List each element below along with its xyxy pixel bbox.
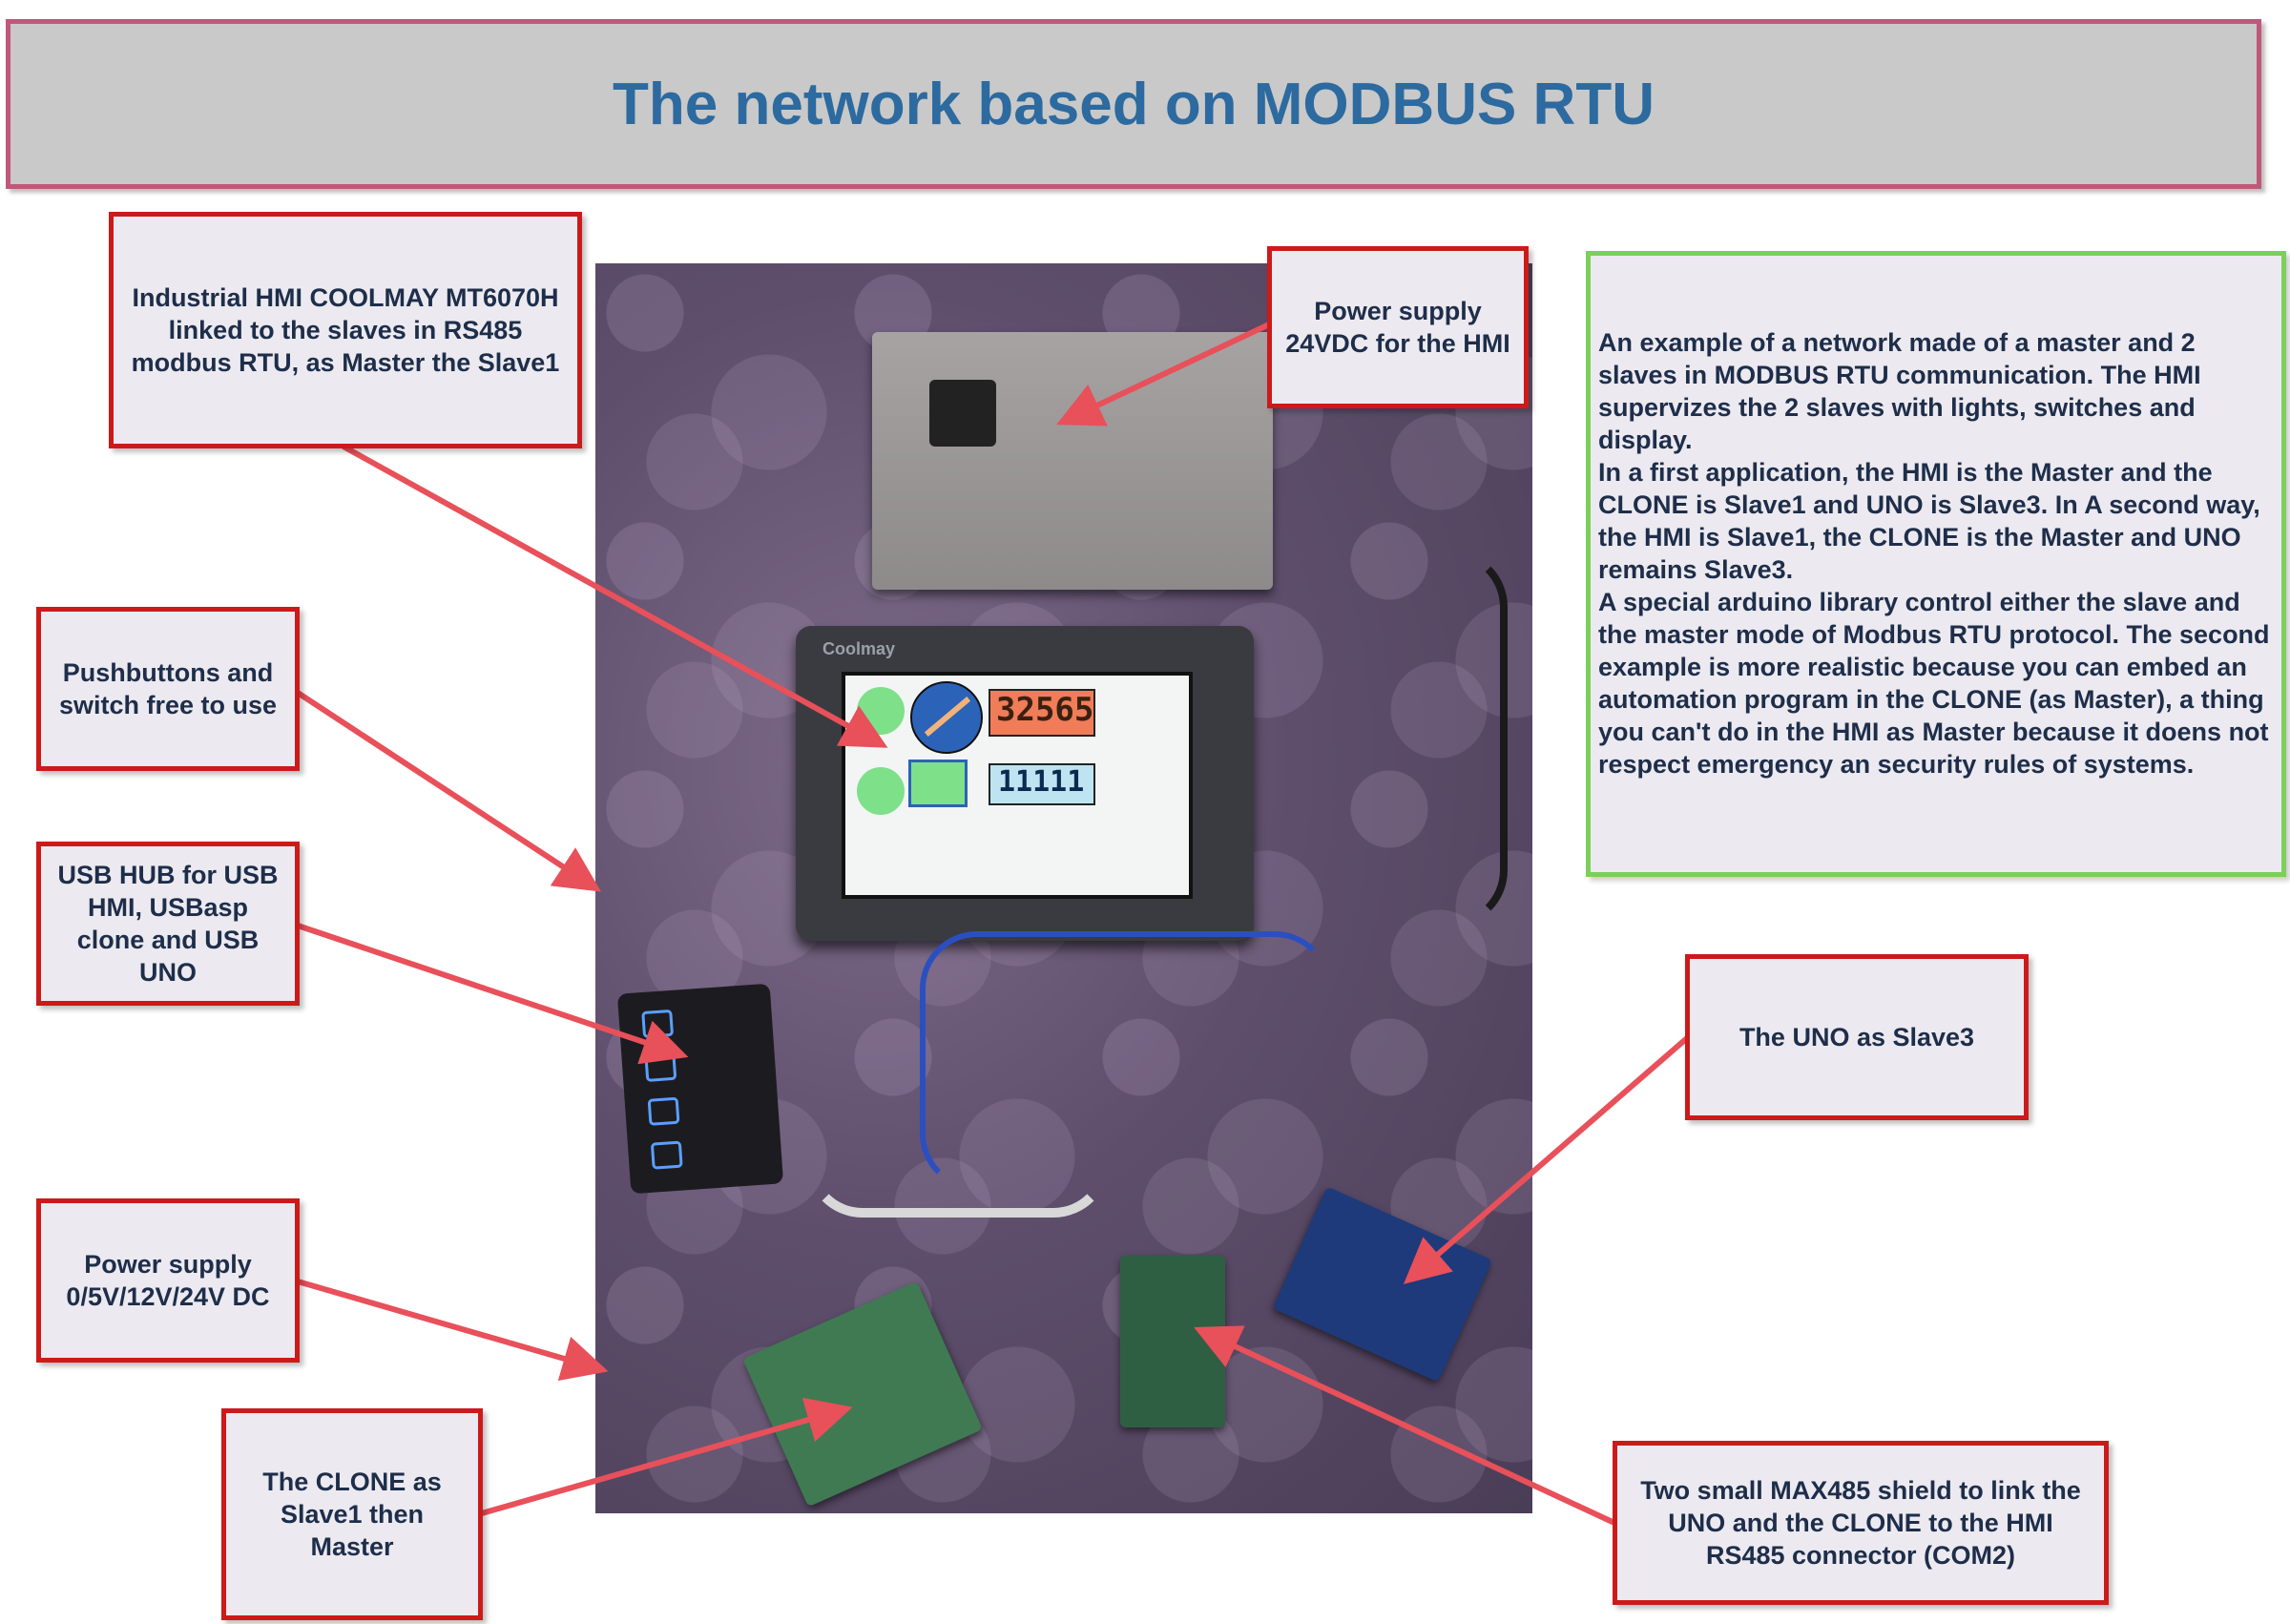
callout-usb-hub: USB HUB for USB HMI, USBasp clone and US… [36, 842, 300, 1006]
arrow-clone [481, 1397, 853, 1516]
numeric-display-top: 32565 [989, 689, 1095, 737]
numeric-display-top-value: 32565 [996, 691, 1094, 729]
hmi-panel: Coolmay 32565 11111 [796, 626, 1254, 941]
arrow-usb-hub [297, 923, 689, 1065]
gauge-dial [910, 681, 983, 754]
arrow-pushbuttons [296, 690, 602, 892]
callout-hmi-text: Industrial HMI COOLMAY MT6070H linked to… [131, 283, 560, 377]
callout-pushbuttons: Pushbuttons and switch free to use [36, 607, 300, 771]
description-box: An example of a network made of a master… [1586, 251, 2286, 877]
power-cable [1263, 550, 1508, 927]
power-supply-box [872, 332, 1273, 590]
callout-uno-text: The UNO as Slave3 [1738, 1023, 1975, 1051]
description-paragraph-3: A special arduino library control either… [1598, 588, 2270, 779]
hmi-screen: 32565 11111 [842, 672, 1193, 899]
callout-power-bench: Power supply 0/5V/12V/24V DC [36, 1198, 300, 1363]
hmi-brand-label: Coolmay [822, 639, 896, 658]
callout-pushbuttons-text: Pushbuttons and switch free to use [58, 658, 278, 719]
terminal-block [929, 380, 996, 447]
status-light-2 [857, 767, 905, 815]
callout-power-hmi-text: Power supply 24VDC for the HMI [1285, 297, 1510, 358]
callout-hmi: Industrial HMI COOLMAY MT6070H linked to… [109, 212, 582, 448]
arrow-uno [1403, 1035, 1689, 1284]
callout-max485-text: Two small MAX485 shield to link the UNO … [1640, 1476, 2081, 1570]
title-banner: The network based on MODBUS RTU [6, 19, 2261, 189]
arrow-power-hmi [1056, 322, 1271, 427]
arrow-power-bench [297, 1279, 609, 1382]
usb-cable [920, 931, 1332, 1191]
numeric-display-bottom-value: 11111 [998, 765, 1085, 799]
ribbon-cable [805, 1008, 1111, 1218]
numeric-display-bottom: 11111 [989, 763, 1095, 805]
callout-power-bench-text: Power supply 0/5V/12V/24V DC [66, 1250, 270, 1311]
callout-clone: The CLONE as Slave1 then Master [221, 1408, 483, 1620]
description-paragraph-2: In a first application, the HMI is the M… [1598, 458, 2260, 584]
callout-clone-text: The CLONE as Slave1 then Master [262, 1468, 442, 1561]
page-title: The network based on MODBUS RTU [613, 71, 1655, 137]
arrow-max485 [1194, 1325, 1616, 1526]
description-paragraph-1: An example of a network made of a master… [1598, 328, 2201, 454]
setup-photo: Coolmay 32565 11111 [595, 263, 1532, 1513]
arrow-hmi [342, 444, 888, 748]
callout-usb-hub-text: USB HUB for USB HMI, USBasp clone and US… [57, 861, 279, 987]
switch-widget [908, 760, 968, 807]
callout-max485: Two small MAX485 shield to link the UNO … [1613, 1441, 2109, 1605]
callout-uno: The UNO as Slave3 [1685, 954, 2029, 1120]
callout-power-hmi: Power supply 24VDC for the HMI [1267, 246, 1529, 408]
